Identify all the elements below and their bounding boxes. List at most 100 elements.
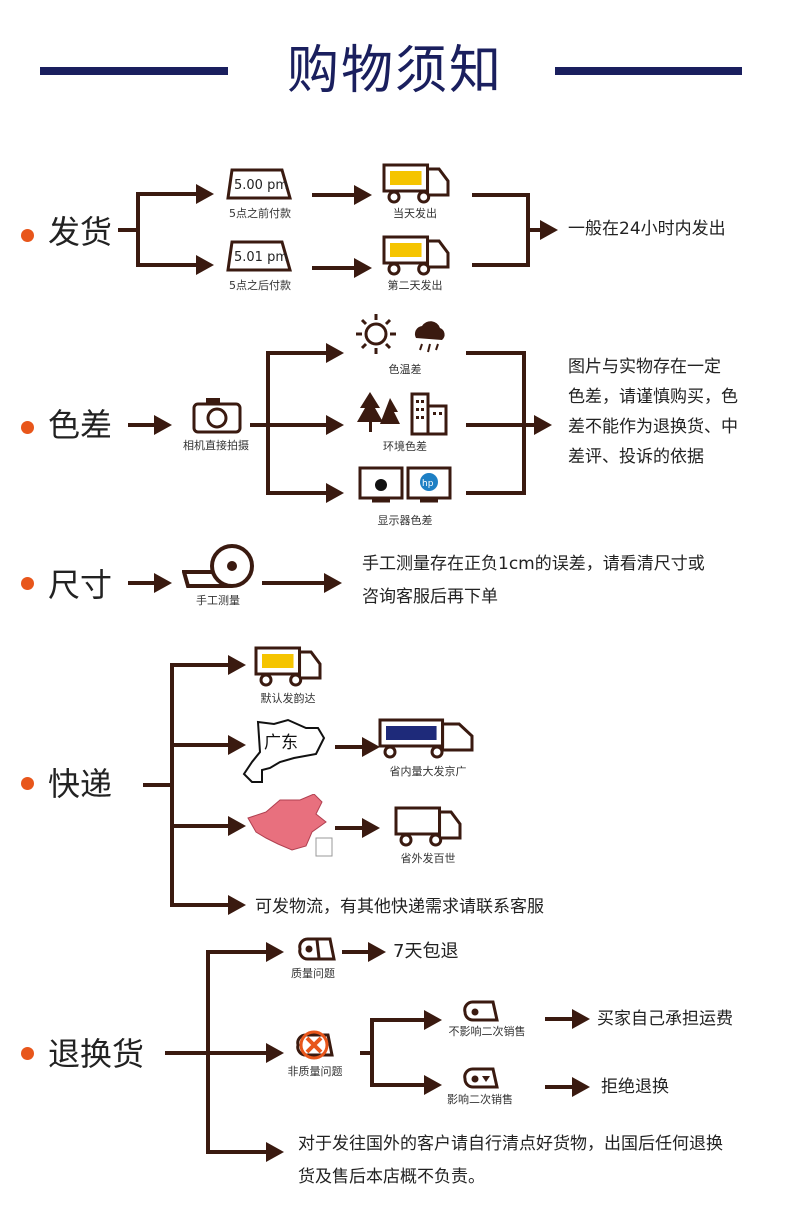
caption-quality: 质量问题 xyxy=(291,967,335,980)
tag-damaged-icon xyxy=(463,1067,499,1089)
truck-wheel xyxy=(383,745,397,759)
caption-after: 5点之后付款 xyxy=(229,279,291,292)
truck-cab xyxy=(298,650,322,680)
arrow-head xyxy=(266,942,284,962)
caption-environment: 环境色差 xyxy=(383,440,427,453)
china-map-icon xyxy=(247,794,333,857)
arrow-head xyxy=(154,415,172,435)
international-note: 对于发往国外的客户请自行清点好货物，出国后任何退换 货及售后本店概不负责。 xyxy=(298,1128,723,1194)
svg-text:5.00 pm: 5.00 pm xyxy=(234,178,288,193)
quality-result: 7天包退 xyxy=(393,941,459,962)
page-title: 购物须知 xyxy=(286,41,503,101)
section-express: 快递 xyxy=(48,765,113,803)
arrow-head xyxy=(196,255,214,275)
bullet-dot xyxy=(21,577,34,590)
arrow-head xyxy=(228,735,246,755)
truck-wheel xyxy=(429,833,443,847)
title-bar-right xyxy=(555,67,742,75)
caption-camera: 相机直接拍摄 xyxy=(183,439,249,452)
truck-logo xyxy=(262,654,294,668)
non-quality-icon xyxy=(296,1030,334,1060)
bullet-dot xyxy=(21,1047,34,1060)
truck-logo xyxy=(390,243,422,257)
section-shipping: 发货 xyxy=(48,213,113,251)
truck-logo xyxy=(402,814,434,828)
arrow-head xyxy=(424,1010,442,1030)
arrow-head xyxy=(572,1077,590,1097)
arrow-head xyxy=(534,415,552,435)
arrow-head xyxy=(228,655,246,675)
affect-result: 拒绝退换 xyxy=(601,1077,669,1097)
arrow-head xyxy=(368,942,386,962)
bullet-dot xyxy=(21,421,34,434)
svg-text:广东: 广东 xyxy=(264,733,298,753)
trees-buildings-icon xyxy=(357,392,448,436)
time-card-icon: 5.00 pm xyxy=(226,168,292,200)
arrow-head xyxy=(572,1009,590,1029)
arrow-head xyxy=(354,258,372,278)
svg-text:5.01 pm: 5.01 pm xyxy=(234,250,288,265)
truck-cab xyxy=(441,722,474,752)
caption-jingguang: 省内量大发京广 xyxy=(389,765,467,778)
tag-intact-icon xyxy=(463,1000,499,1022)
truck-wheel xyxy=(387,190,401,204)
express-other-note: 可发物流，有其他快递需求请联系客服 xyxy=(255,897,544,917)
truck-wheel xyxy=(430,745,444,759)
quality-tag-icon xyxy=(298,937,336,961)
arrow-head xyxy=(354,185,372,205)
note-line: 对于发往国外的客户请自行清点好货物，出国后任何退换 xyxy=(298,1134,723,1154)
arrow-head xyxy=(266,1043,284,1063)
note-line: 差不能作为退换货、中 xyxy=(568,417,738,437)
time-card-icon: 5.01 pm xyxy=(226,240,292,272)
arrow-head xyxy=(326,415,344,435)
arrow-head xyxy=(324,573,342,593)
truck-logo xyxy=(386,726,437,740)
shipping-summary: 一般在24小时内发出 xyxy=(568,219,726,239)
arrow-head xyxy=(326,343,344,363)
monitors-icon: hp xyxy=(358,466,452,503)
note-line: 色差，请谨慎购买，色 xyxy=(568,387,738,407)
arrow-head xyxy=(540,220,558,240)
sun-cloud-icon xyxy=(356,314,445,354)
section-size: 尺寸 xyxy=(48,566,113,604)
bullet-dot xyxy=(21,777,34,790)
truck-cab xyxy=(438,810,462,840)
color-diff-note: 图片与实物存在一定 色差，请谨慎购买，色 差不能作为退换货、中 差评、投诉的依据 xyxy=(568,352,738,472)
arrow-head xyxy=(196,184,214,204)
arrow-head xyxy=(362,737,380,757)
arrow-head xyxy=(362,818,380,838)
note-line: 手工测量存在正负1cm的误差，请看清尺寸或 xyxy=(362,554,705,574)
note-line: 货及售后本店概不负责。 xyxy=(298,1167,485,1187)
truck-wheel xyxy=(289,673,303,687)
truck-wheel xyxy=(387,262,401,276)
caption-yunda: 默认发韵达 xyxy=(260,692,316,705)
section-color-diff: 色差 xyxy=(48,406,113,444)
size-note: 手工测量存在正负1cm的误差，请看清尺寸或 咨询客服后再下单 xyxy=(362,548,705,614)
caption-monitor: 显示器色差 xyxy=(377,514,433,527)
caption-no-affect: 不影响二次销售 xyxy=(448,1025,526,1038)
result-same-day: 当天发出 xyxy=(393,207,437,220)
title-bar-left xyxy=(40,67,228,75)
note-line: 咨询客服后再下单 xyxy=(362,587,498,607)
truck-wheel xyxy=(417,190,431,204)
arrow-head xyxy=(326,483,344,503)
caption-before: 5点之前付款 xyxy=(229,207,291,220)
section-returns: 退换货 xyxy=(48,1035,145,1073)
bullet-dot xyxy=(21,229,34,242)
svg-text:hp: hp xyxy=(422,479,434,489)
truck-cab xyxy=(426,167,450,197)
arrow-head xyxy=(154,573,172,593)
no-affect-result: 买家自己承担运费 xyxy=(597,1009,733,1029)
tape-measure-icon xyxy=(182,544,254,588)
caption-color-temp: 色温差 xyxy=(388,363,422,376)
caption-manual: 手工测量 xyxy=(196,594,240,607)
arrow-head xyxy=(228,895,246,915)
arrow-head xyxy=(424,1075,442,1095)
result-next-day: 第二天发出 xyxy=(387,279,443,292)
caption-affect: 影响二次销售 xyxy=(447,1093,513,1106)
caption-non-quality: 非质量问题 xyxy=(287,1065,343,1078)
truck-wheel xyxy=(417,262,431,276)
truck-cab xyxy=(426,239,450,269)
arrow-head xyxy=(228,816,246,836)
